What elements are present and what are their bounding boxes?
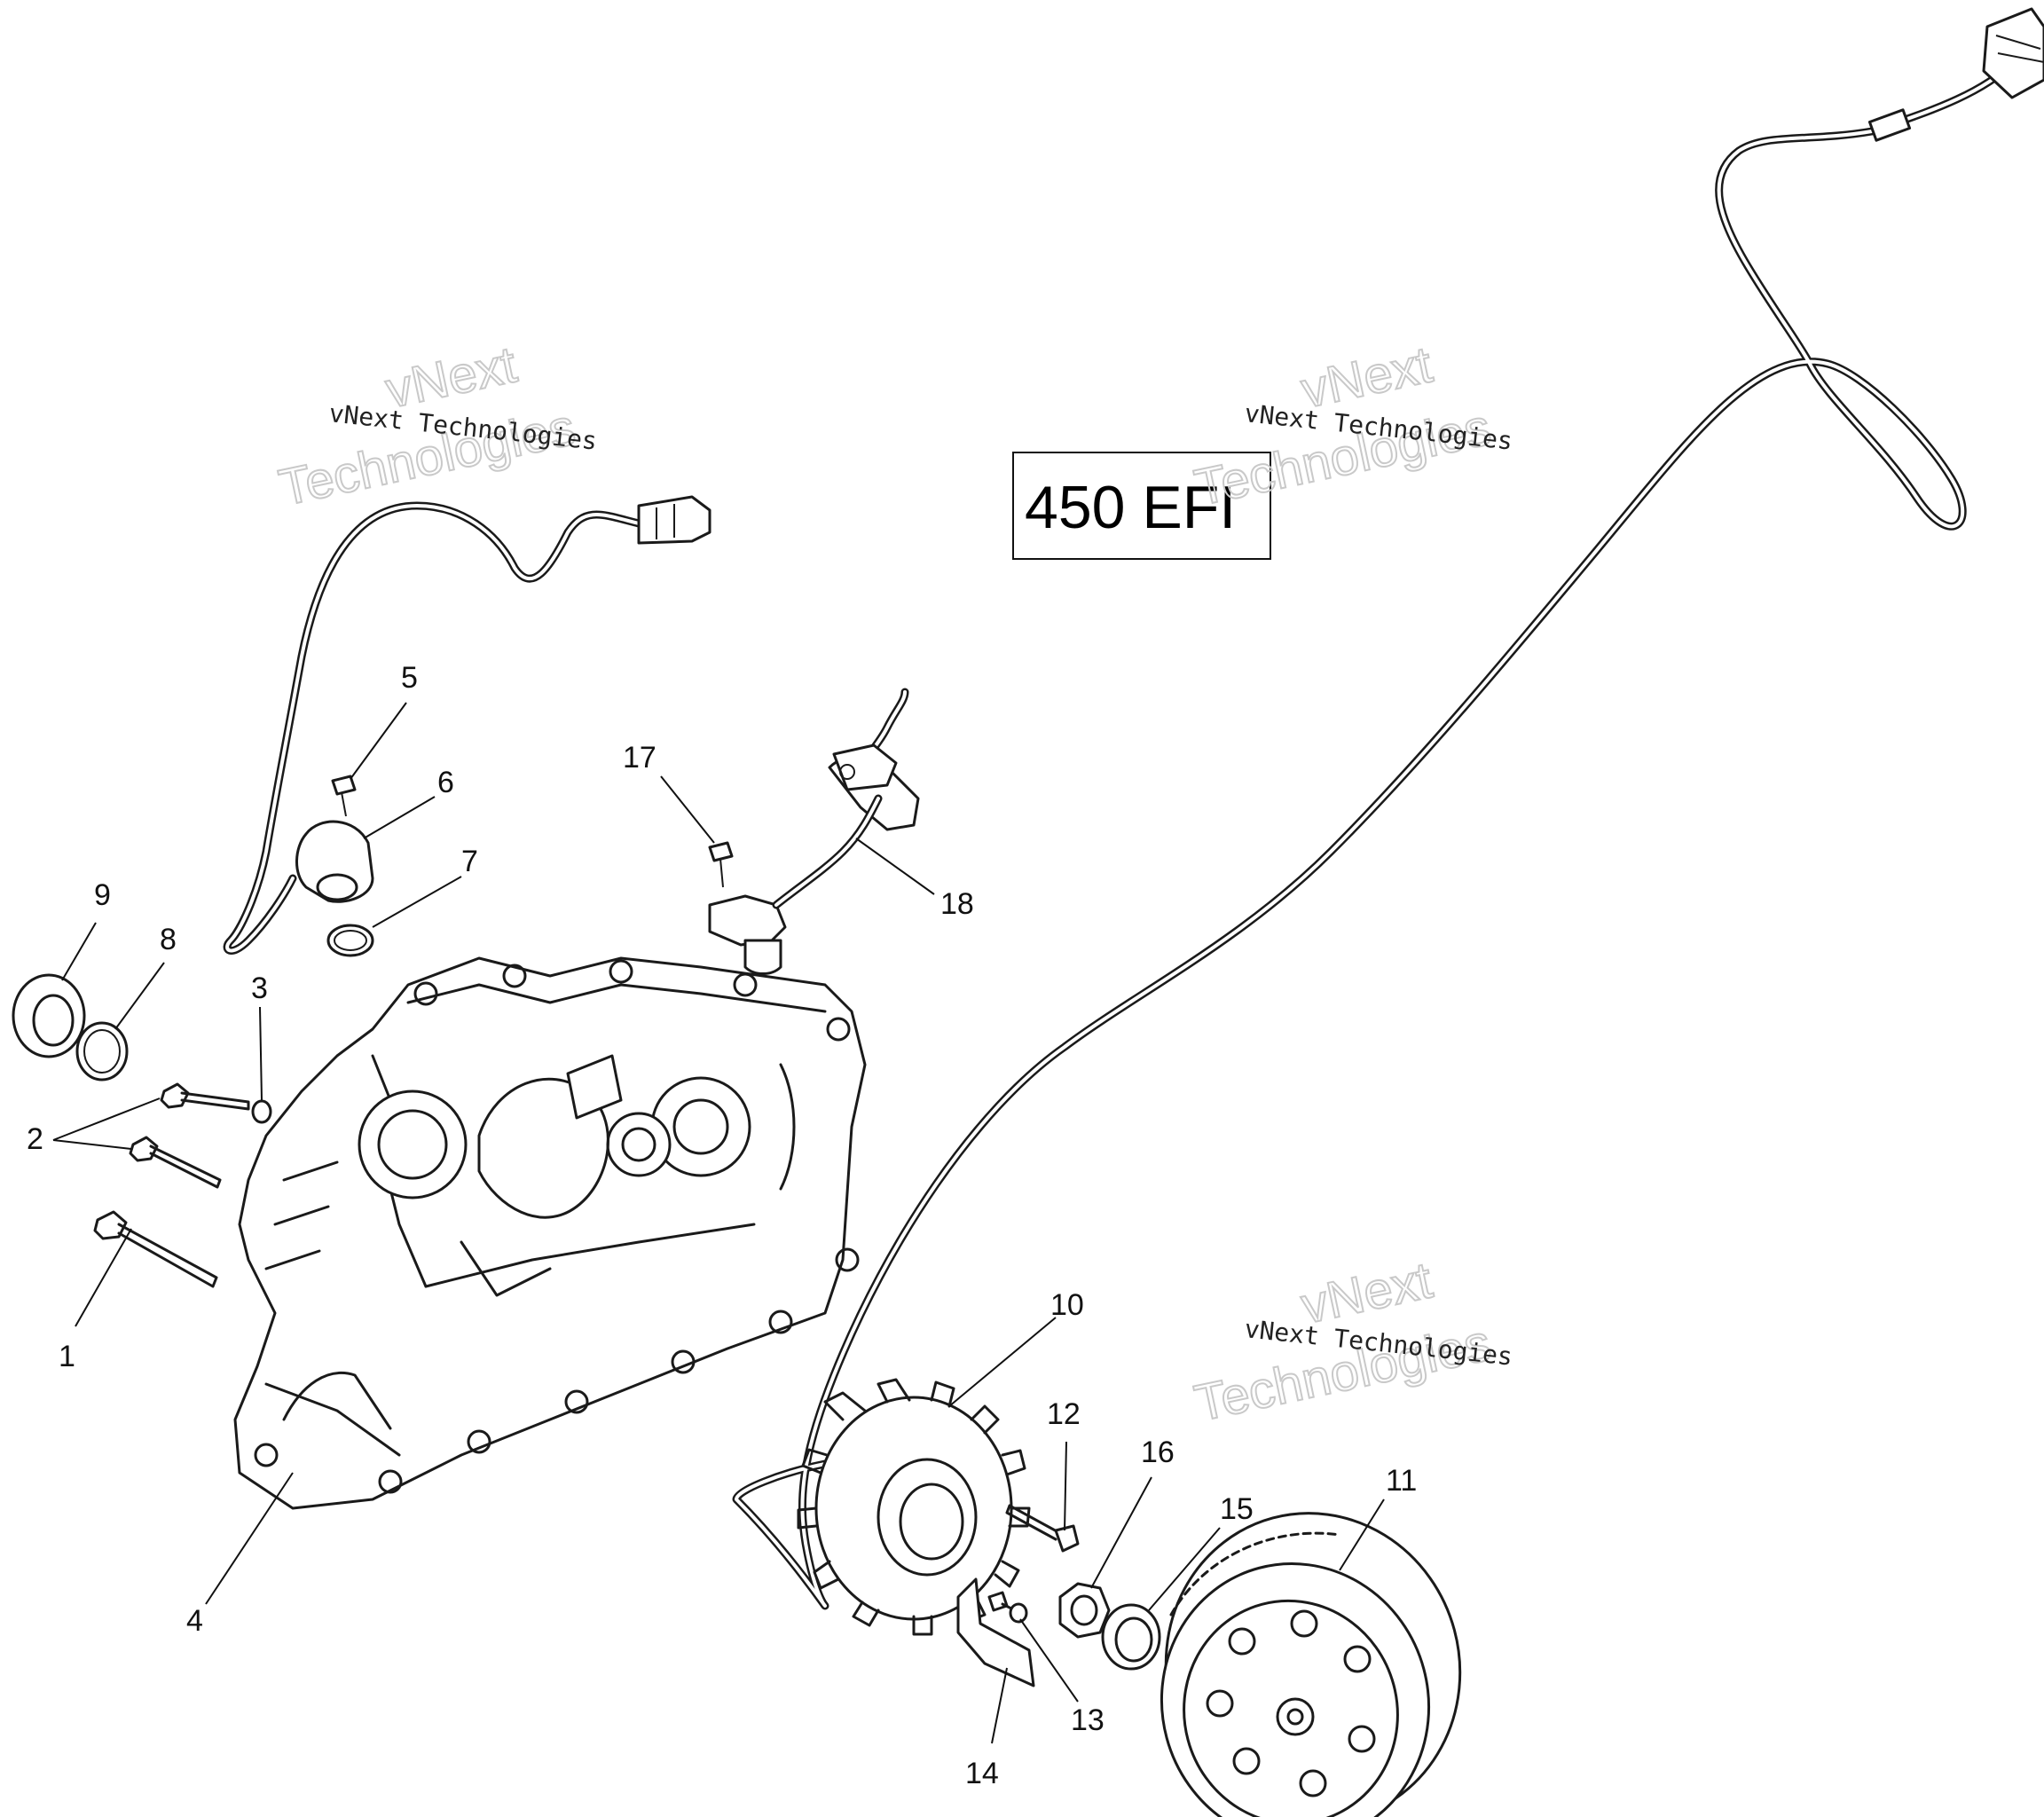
nut-16 bbox=[1058, 1582, 1111, 1639]
callout-6: 6 bbox=[437, 766, 454, 799]
flywheel bbox=[1160, 1512, 1462, 1817]
screw-5 bbox=[331, 775, 357, 796]
watermark-bottom-right: vNext Technologies vNext Technologies bbox=[1189, 1250, 1513, 1433]
callout-2: 2 bbox=[27, 1122, 43, 1156]
callout-labels: 1 2 3 4 5 6 7 8 9 10 11 12 13 14 15 16 1… bbox=[27, 661, 1417, 1790]
callout-15: 15 bbox=[1220, 1492, 1254, 1526]
callout-13: 13 bbox=[1071, 1703, 1105, 1737]
callout-10: 10 bbox=[1050, 1288, 1084, 1322]
magneto-cover bbox=[233, 956, 867, 1510]
speed-sensor bbox=[708, 688, 920, 975]
callout-8: 8 bbox=[160, 923, 177, 956]
callout-16: 16 bbox=[1141, 1436, 1175, 1469]
bolts-left bbox=[12, 973, 272, 1288]
callout-18: 18 bbox=[940, 887, 974, 921]
callout-9: 9 bbox=[94, 878, 111, 912]
callout-11: 11 bbox=[1386, 1464, 1417, 1498]
screw-17 bbox=[708, 841, 734, 862]
seal-9 bbox=[12, 973, 86, 1058]
callout-12: 12 bbox=[1047, 1397, 1081, 1431]
leader-lines bbox=[52, 702, 1385, 1744]
washer-15 bbox=[1101, 1603, 1161, 1671]
callout-3: 3 bbox=[251, 971, 268, 1005]
callout-4: 4 bbox=[186, 1604, 203, 1638]
callout-14: 14 bbox=[965, 1757, 999, 1790]
watermark-top-right: vNext Technologies vNext Technologies bbox=[1189, 334, 1513, 517]
watermark-top-left: vNext Technologies vNext Technologies bbox=[273, 334, 598, 517]
stator-hardware bbox=[956, 1504, 1161, 1687]
title-box: 450 EFI bbox=[1012, 452, 1271, 560]
callout-17: 17 bbox=[623, 741, 656, 775]
callout-1: 1 bbox=[59, 1340, 75, 1373]
callout-7: 7 bbox=[461, 845, 478, 878]
callout-5: 5 bbox=[401, 661, 418, 695]
stator bbox=[797, 1378, 1031, 1636]
title-text: 450 EFI bbox=[1025, 474, 1236, 541]
speed-sensor-body bbox=[708, 894, 787, 947]
sensor-harness-left bbox=[223, 495, 711, 957]
